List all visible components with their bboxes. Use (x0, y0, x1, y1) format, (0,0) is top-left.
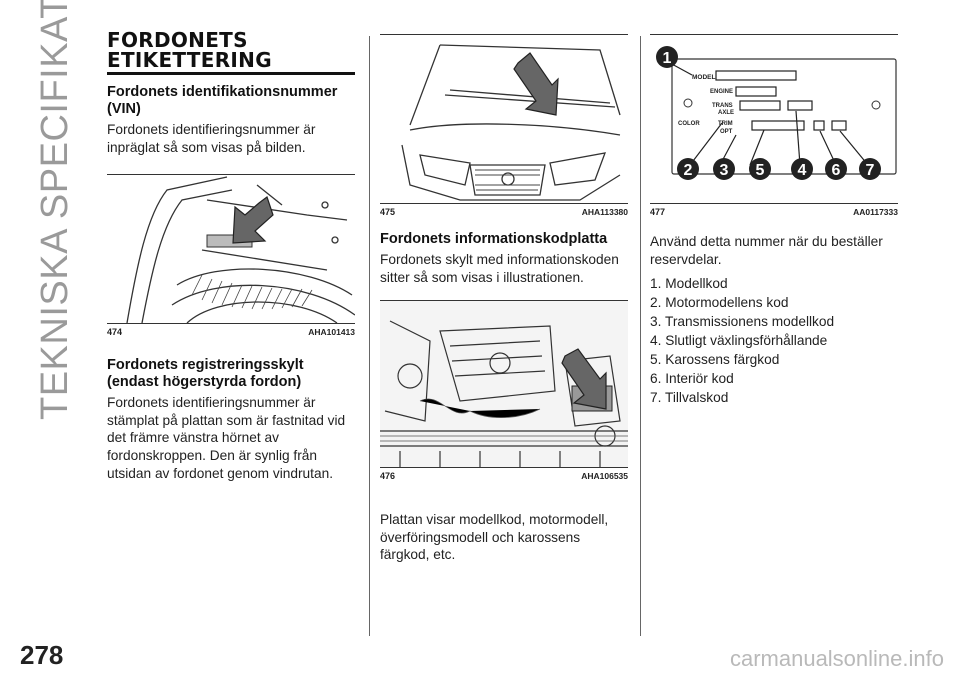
callout-6: 6 (832, 162, 841, 179)
list-item: 1. Modellkod (650, 276, 728, 292)
codes-list: 1. Modellkod 2. Motormodellens kod 3. Tr… (650, 274, 898, 407)
figure-477: MODEL ENGINE TRANS AXLE COLOR TRIM OPT (650, 34, 898, 217)
figure-476-number: 476 (380, 471, 396, 482)
list-item: 6. Interiör kod (650, 371, 734, 387)
registration-heading-line1: Fordonets registreringsskylt (107, 357, 304, 374)
column-1: FORDONETS ETIKETTERING Fordonets identif… (107, 30, 355, 482)
registration-text: Fordonets identifieringsnummer är stämpl… (107, 395, 346, 481)
vin-heading-line2: (VIN) (107, 101, 141, 117)
chapter-title-line1: FORDONETS (107, 28, 248, 52)
vin-heading-line1: Fordonets identifikationsnummer (107, 84, 338, 100)
figure-475-image (380, 35, 628, 203)
vin-heading: Fordonets identifikationsnummer (VIN) (107, 84, 355, 118)
figure-477-code: AA0117333 (853, 207, 898, 217)
figure-474-code: AHA101413 (308, 327, 355, 338)
callout-3: 3 (720, 162, 729, 179)
figure-475-number: 475 (380, 207, 396, 217)
plate-label-axle: AXLE (718, 110, 734, 116)
plate-label-trans: TRANS (712, 103, 733, 109)
plate-label-engine: ENGINE (710, 89, 733, 95)
figure-474: 474 AHA101413 (107, 174, 355, 337)
column-divider (640, 36, 641, 636)
column-divider (369, 36, 370, 636)
list-item: 2. Motormodellens kod (650, 295, 789, 311)
callout-5: 5 (756, 162, 765, 179)
list-item: 5. Karossens färgkod (650, 352, 780, 368)
list-item: 4. Slutligt växlingsförhållande (650, 333, 828, 349)
figure-474-number: 474 (107, 327, 123, 338)
figure-477-image: MODEL ENGINE TRANS AXLE COLOR TRIM OPT (650, 35, 898, 203)
plate-label-trim: TRIM (718, 121, 733, 127)
page-number: 278 (20, 640, 64, 670)
side-chapter-title: TEKNISKA SPECIFIKATIONER (22, 0, 76, 420)
column-2: 475 AHA113380 Fordonets informationskodp… (380, 34, 628, 564)
figure-476: 476 AHA106535 (380, 300, 628, 481)
info-plate-text: Fordonets skylt med informationskoden si… (380, 252, 619, 285)
plate-text: Plattan visar modellkod, motormodell, öv… (380, 512, 609, 563)
figure-475: 475 AHA113380 (380, 34, 628, 217)
figure-476-code: AHA106535 (581, 471, 628, 482)
callout-7: 7 (866, 162, 875, 179)
plate-label-opt: OPT (720, 129, 733, 135)
codes-intro: Använd detta nummer när du beställer res… (650, 234, 883, 267)
plate-label-color: COLOR (678, 121, 700, 127)
info-plate-heading: Fordonets informationskodplatta (380, 231, 608, 247)
figure-477-number: 477 (650, 207, 666, 217)
registration-heading: Fordonets registreringsskylt (endast hög… (107, 357, 355, 391)
vin-text: Fordonets identifieringsnummer är inpräg… (107, 122, 316, 155)
figure-474-image (107, 175, 355, 324)
side-chapter-title-text: TEKNISKA SPECIFIKATIONER (34, 0, 76, 420)
chapter-title-line2: ETIKETTERING (107, 48, 272, 72)
figure-476-image (380, 301, 628, 468)
list-item: 7. Tillvalskod (650, 390, 729, 406)
chapter-rule (107, 72, 355, 75)
callout-2: 2 (684, 162, 693, 179)
chapter-title: FORDONETS ETIKETTERING (107, 30, 355, 70)
column-3: MODEL ENGINE TRANS AXLE COLOR TRIM OPT (650, 34, 898, 407)
callout-4: 4 (798, 162, 807, 179)
list-item: 3. Transmissionens modellkod (650, 314, 835, 330)
callout-1: 1 (663, 50, 672, 67)
watermark: carmanualsonline.info (729, 646, 944, 671)
figure-475-code: AHA113380 (581, 207, 628, 217)
plate-label-model: MODEL (692, 74, 716, 81)
registration-heading-line2: (endast högerstyrda fordon) (107, 374, 302, 391)
